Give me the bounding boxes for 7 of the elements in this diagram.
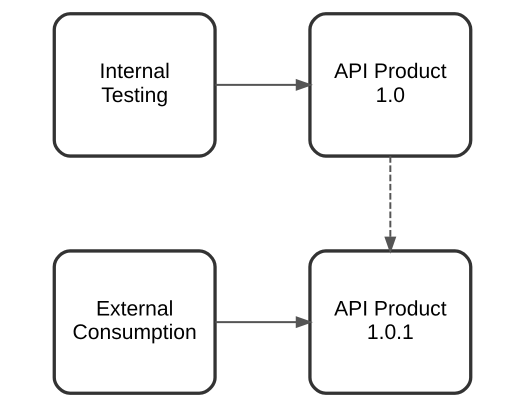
node-box: Internal Testing: [52, 12, 217, 158]
arrow: [384, 156, 396, 254]
node-box: API Product 1.0: [308, 12, 472, 158]
node-box: External Consumption: [52, 249, 217, 395]
arrow: [215, 316, 313, 328]
node-box: API Product 1.0.1: [308, 249, 472, 395]
arrow: [215, 78, 313, 91]
